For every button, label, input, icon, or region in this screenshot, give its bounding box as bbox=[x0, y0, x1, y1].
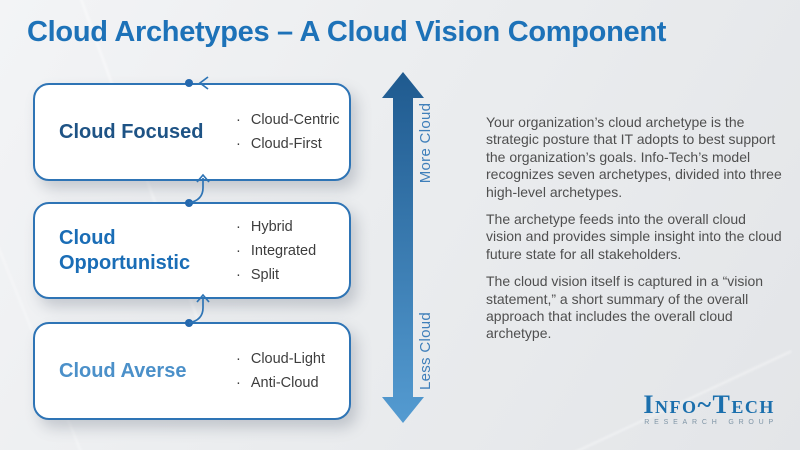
bullet-item: Integrated bbox=[236, 239, 316, 263]
logo-wordmark: Info~Tech bbox=[643, 390, 775, 419]
bullet-item: Anti-Cloud bbox=[236, 371, 325, 395]
background-streak bbox=[52, 0, 220, 376]
description-paragraph: The cloud vision itself is captured in a… bbox=[486, 273, 764, 342]
logo-subtitle: RESEARCH GROUP bbox=[644, 419, 778, 426]
archetype-box-cloud-focused: Cloud Focused Cloud-Centric Cloud-First bbox=[33, 83, 351, 181]
infotech-logo: Info~Tech RESEARCH GROUP bbox=[640, 391, 778, 426]
archetype-box-cloud-averse: Cloud Averse Cloud-Light Anti-Cloud bbox=[33, 322, 351, 420]
page-title: Cloud Archetypes – A Cloud Vision Compon… bbox=[27, 16, 667, 48]
up-connector-line bbox=[188, 178, 204, 204]
bullet-item: Cloud-Light bbox=[236, 347, 325, 371]
archetype-box-cloud-opportunistic: Cloud Opportunistic Hybrid Integrated Sp… bbox=[33, 202, 351, 299]
description-text-block: Your organization’s cloud archetype is t… bbox=[486, 114, 784, 353]
archetype-bullet-list: Cloud-Centric Cloud-First bbox=[211, 108, 340, 156]
archetype-bullet-list: Cloud-Light Anti-Cloud bbox=[211, 347, 325, 395]
archetype-heading: Cloud Opportunistic bbox=[59, 226, 191, 274]
description-paragraph: Your organization’s cloud archetype is t… bbox=[486, 114, 782, 200]
axis-label-more-cloud: More Cloud bbox=[417, 102, 434, 184]
archetype-bullet-list: Hybrid Integrated Split bbox=[211, 215, 316, 287]
bullet-item: Split bbox=[236, 263, 316, 287]
archetype-heading: Cloud Averse bbox=[59, 359, 187, 382]
bullet-item: Cloud-First bbox=[236, 132, 340, 156]
archetype-heading: Cloud Focused bbox=[59, 120, 204, 143]
axis-label-less-cloud: Less Cloud bbox=[417, 311, 434, 391]
description-paragraph: The archetype feeds into the overall clo… bbox=[486, 211, 782, 262]
bullet-item: Hybrid bbox=[236, 215, 316, 239]
bullet-item: Cloud-Centric bbox=[236, 108, 340, 132]
